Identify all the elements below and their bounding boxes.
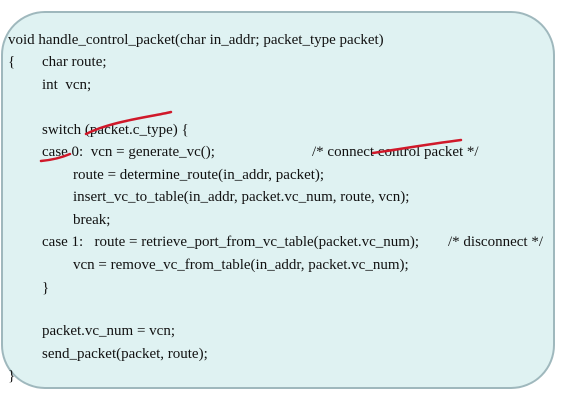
code-line-send-packet: send_packet(packet, route); [42, 346, 208, 362]
close-brace-function: } [8, 368, 16, 384]
code-line-switch: switch (packet.c_type) { [42, 122, 189, 138]
code-line-insert-vc: insert_vc_to_table(in_addr, packet.vc_nu… [73, 189, 410, 205]
code-line-break: break; [73, 212, 111, 228]
close-brace-switch: } [42, 280, 50, 296]
code-line-int-vcn: int vcn; [42, 77, 92, 93]
function-signature: void handle_control_packet(char in_addr;… [8, 32, 384, 48]
code-panel [1, 11, 555, 389]
code-line-case0: case 0: vcn = generate_vc(); [42, 144, 215, 160]
code-line-remove-vc: vcn = remove_vc_from_table(in_addr, pack… [73, 257, 409, 273]
code-line-char-route: char route; [42, 54, 107, 70]
code-line-case1: case 1: route = retrieve_port_from_vc_ta… [42, 234, 420, 250]
comment-disconnect: /* disconnect */ [448, 234, 543, 250]
comment-connect: /* connect control packet */ [312, 144, 479, 160]
code-line-determine-route: route = determine_route(in_addr, packet)… [73, 167, 325, 183]
code-line-vc-num: packet.vc_num = vcn; [42, 323, 176, 339]
open-brace: { [8, 54, 16, 70]
